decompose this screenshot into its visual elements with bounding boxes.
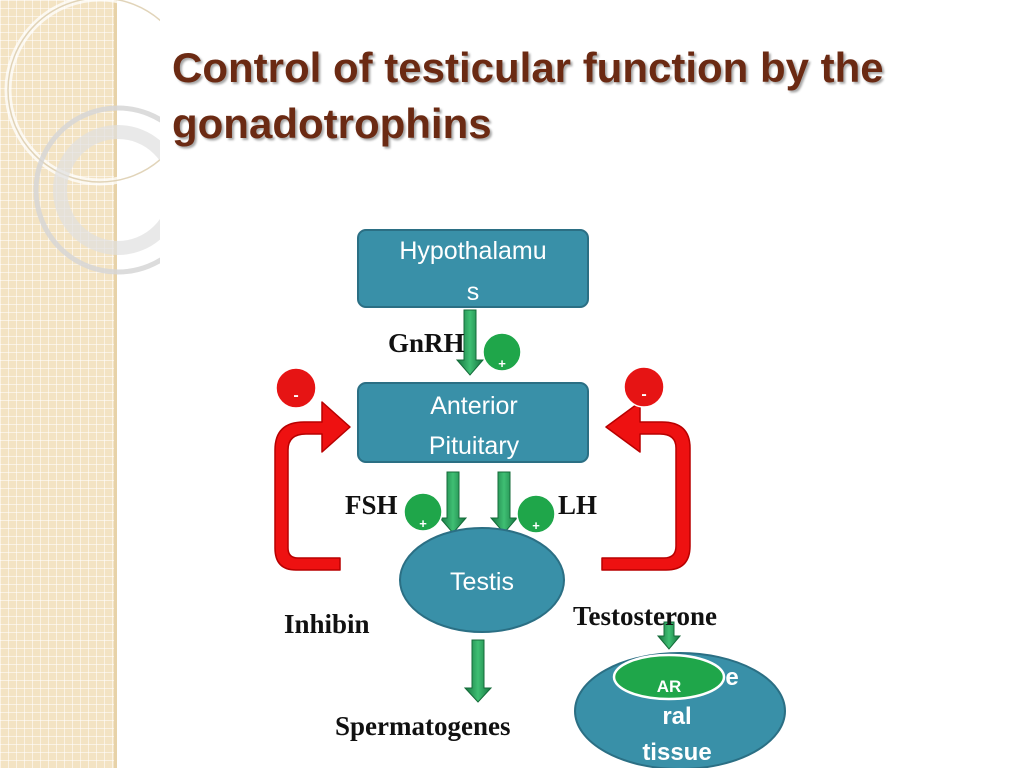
inhibin-feedback-arrow [274,401,351,571]
slide-title: Control of testicular function by the go… [172,44,884,147]
target-tissue-label-line1: e [725,664,738,691]
decorative-circles [4,0,160,275]
gnrh-label: GnRH [388,328,465,358]
gnrh-plus-badge [482,332,522,372]
anterior-pituitary-label-line1: Anterior [430,392,518,420]
fsh-arrow [438,471,468,534]
testis-label: Testis [450,568,514,596]
inhibin-minus-badge [275,367,317,409]
fsh-plus-badge [403,492,443,532]
target-tissue-label-line3: tissue [642,739,711,766]
lh-plus-badge [516,494,556,534]
lh-arrow [489,471,519,534]
anterior-pituitary-label-line2: Pituitary [429,432,520,460]
lh-label: LH [558,490,597,520]
target-tissue-label-line2: ral [662,703,691,730]
gnrh-arrow [455,309,485,376]
testosterone-minus-sign: - [641,386,646,403]
spermatogenesis-label: Spermatogenes [335,711,510,741]
hypothalamus-label-line2: s [467,278,480,306]
spermatogenesis-arrow [463,639,493,703]
androgen-receptor-node [612,653,726,701]
hypothalamus-box [357,229,589,308]
side-strip-edge [114,0,117,768]
androgen-receptor-label: AR [657,677,682,696]
gnrh-plus-sign: + [498,356,506,371]
testosterone-to-tissue-arrow [656,621,682,650]
testis-node [399,527,565,633]
lh-plus-sign: + [532,518,540,533]
inhibin-label: Inhibin [284,609,370,639]
inhibin-minus-sign: - [293,387,298,404]
testosterone-feedback-arrow [601,401,691,571]
testosterone-minus-badge [623,366,665,408]
testosterone-label: Testosterone [573,601,717,631]
anterior-pituitary-box [357,382,589,463]
fsh-label: FSH [345,490,398,520]
hypothalamus-label-line1: Hypothalamu [399,237,546,265]
fsh-plus-sign: + [419,516,427,531]
